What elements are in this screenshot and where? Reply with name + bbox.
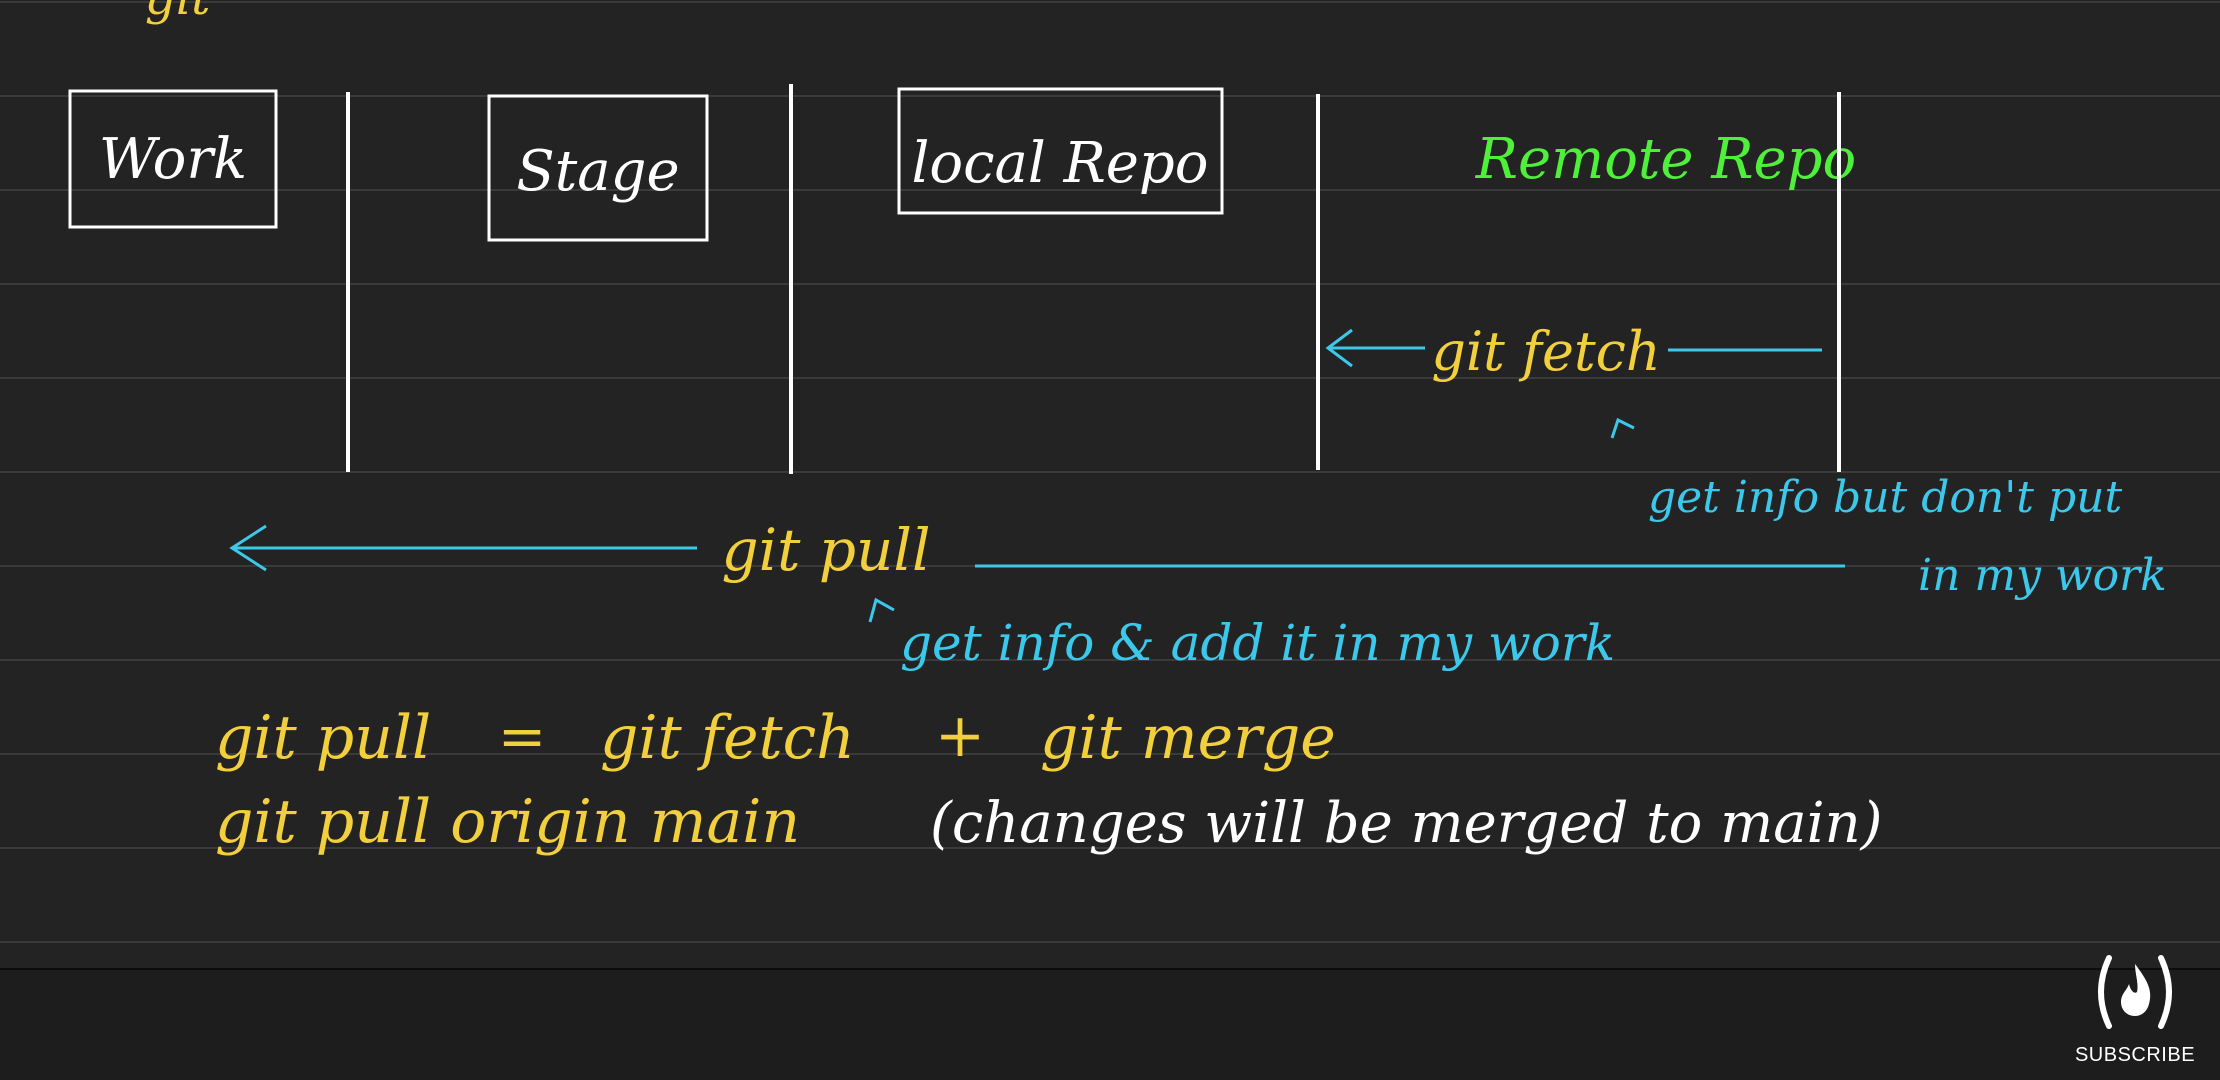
fetch-note-line1: get info but don't put — [1648, 472, 2122, 523]
eq1-equals: = — [498, 702, 547, 770]
fetch-note-caret-icon — [1610, 417, 1635, 439]
remote-repo-label: Remote Repo — [1475, 127, 1856, 192]
eq1-plus: + — [935, 701, 985, 771]
bottom-bar — [0, 968, 2220, 1080]
git-fetch-label: git fetch — [1431, 320, 1660, 383]
subscribe-button[interactable]: SUBSCRIBE — [2070, 944, 2200, 1066]
pull-note-caret-icon — [868, 597, 895, 623]
eq2-note: (changes will be merged to main) — [930, 791, 1883, 856]
fetch-arrow — [1325, 328, 1822, 368]
stage-label: Stage — [516, 139, 679, 204]
eq2-command: git pull origin main — [215, 787, 800, 857]
local-repo-box — [897, 87, 1224, 215]
local-repo-label: local Repo — [912, 131, 1209, 196]
ruled-lines — [0, 1, 2220, 943]
pull-note: get info & add it in my work — [900, 614, 1615, 672]
eq1-git-fetch: git fetch — [600, 703, 855, 773]
work-box — [68, 89, 278, 229]
git-pull-label: git pull — [721, 516, 930, 584]
top-fragment-text: git — [145, 0, 211, 26]
subscribe-label: SUBSCRIBE — [2074, 1044, 2196, 1066]
fetch-note-line2: in my work — [1918, 550, 2167, 601]
freecodecamp-flame-icon — [2098, 955, 2172, 1029]
stage-box — [487, 94, 709, 242]
pull-arrow — [229, 524, 1845, 572]
work-label: Work — [99, 127, 247, 192]
eq1-git-pull: git pull — [215, 703, 431, 773]
eq1-git-merge: git merge — [1040, 703, 1336, 773]
